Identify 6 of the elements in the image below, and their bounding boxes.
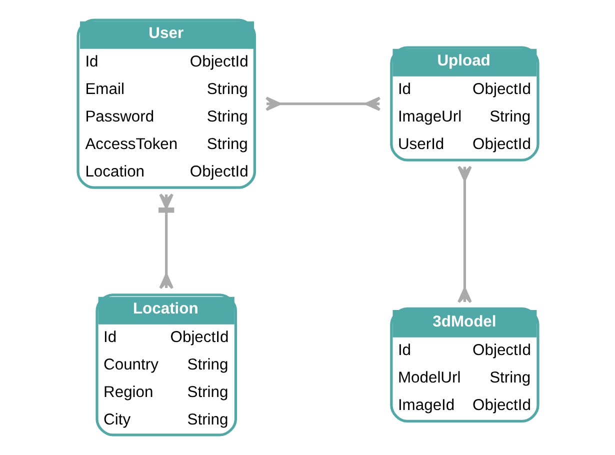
connector [158,193,174,290]
node-box: Upload Id ObjectId ImageUrl String UserId ObjectId [390,46,539,162]
node-box: 3dModel Id ObjectId ModelUrl String ImageId ObjectId [390,307,539,422]
connector [264,96,380,112]
node-box: Location Id ObjectId Country String Region String City String [95,294,236,436]
connector [457,165,472,304]
